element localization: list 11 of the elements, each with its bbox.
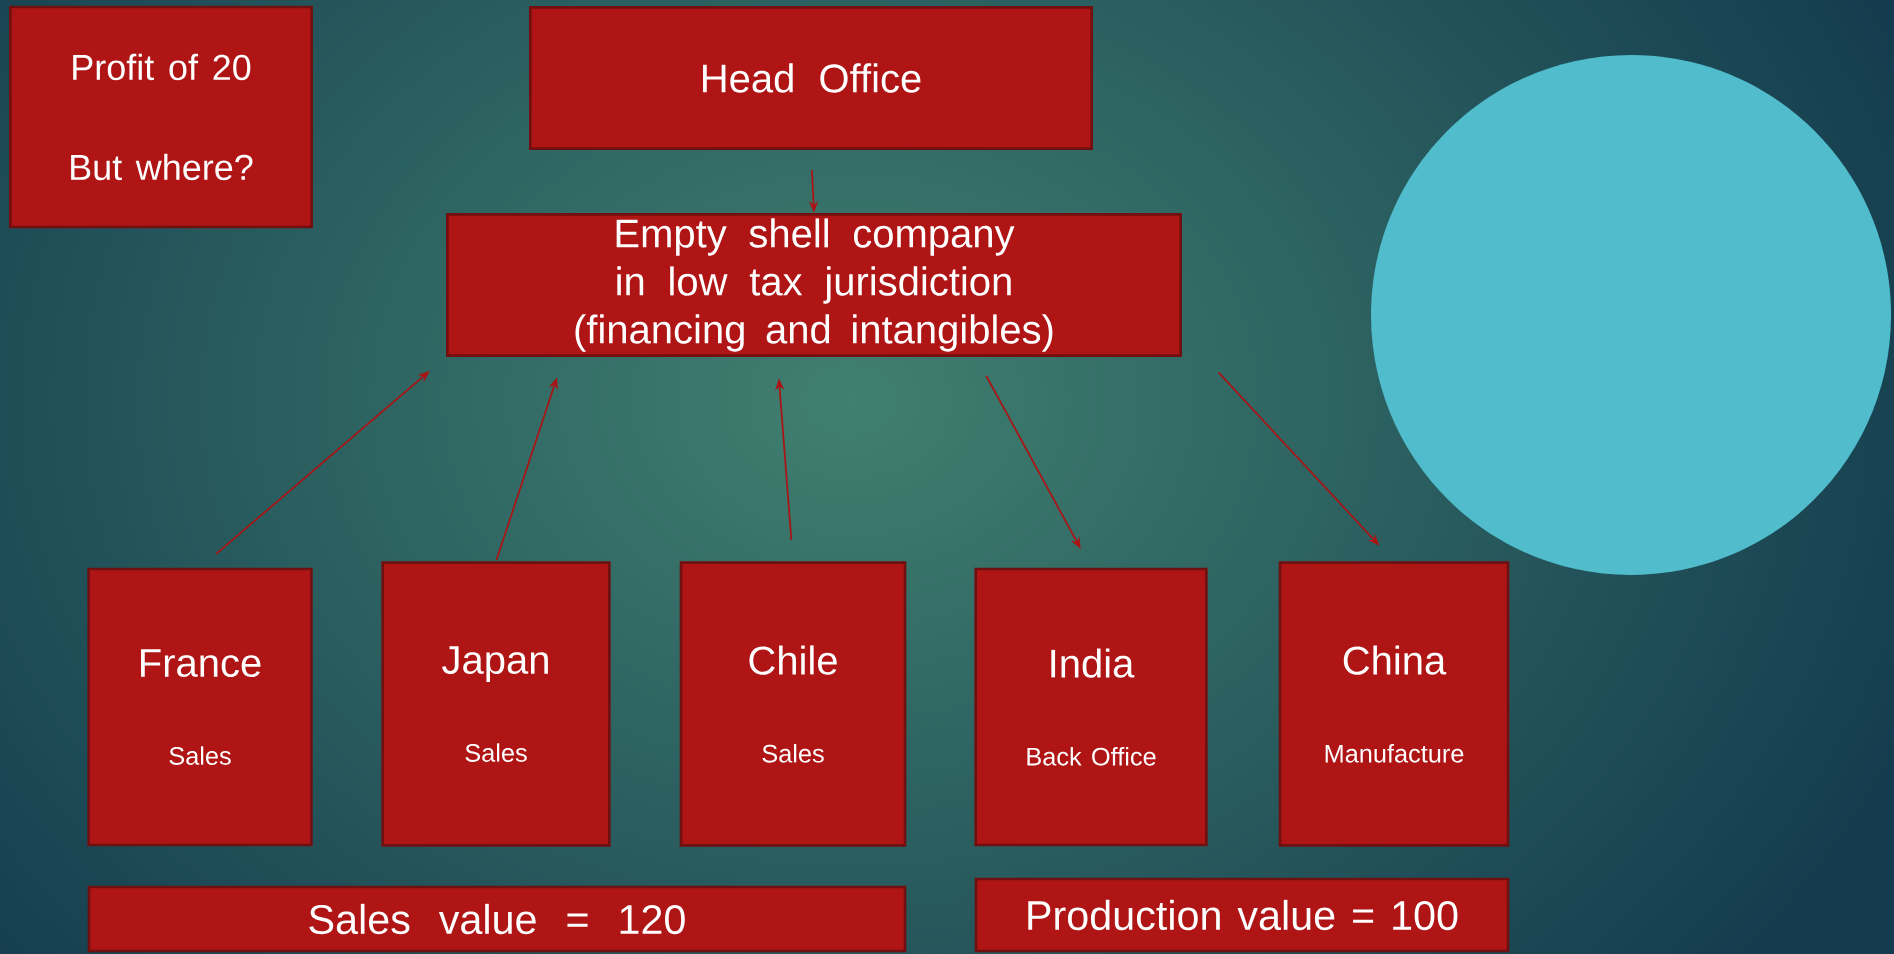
office-box: Head Office — [529, 6, 1093, 150]
text-box: Profit of 20 But where? — [9, 5, 313, 229]
value-box: Sales value = 120 — [87, 885, 907, 953]
country-box: France Sales — [87, 567, 313, 847]
circle-shape — [1371, 55, 1891, 575]
country-box: India Back Office — [974, 567, 1208, 847]
country-box: Japan Sales — [381, 561, 611, 847]
country-box: China Manufacture — [1278, 561, 1510, 847]
value-box: Production value = 100 — [974, 877, 1510, 953]
country-box: Chile Sales — [679, 561, 907, 847]
company-box: Empty shell company in low tax jurisdiction (financing and intangibles) — [446, 213, 1182, 357]
